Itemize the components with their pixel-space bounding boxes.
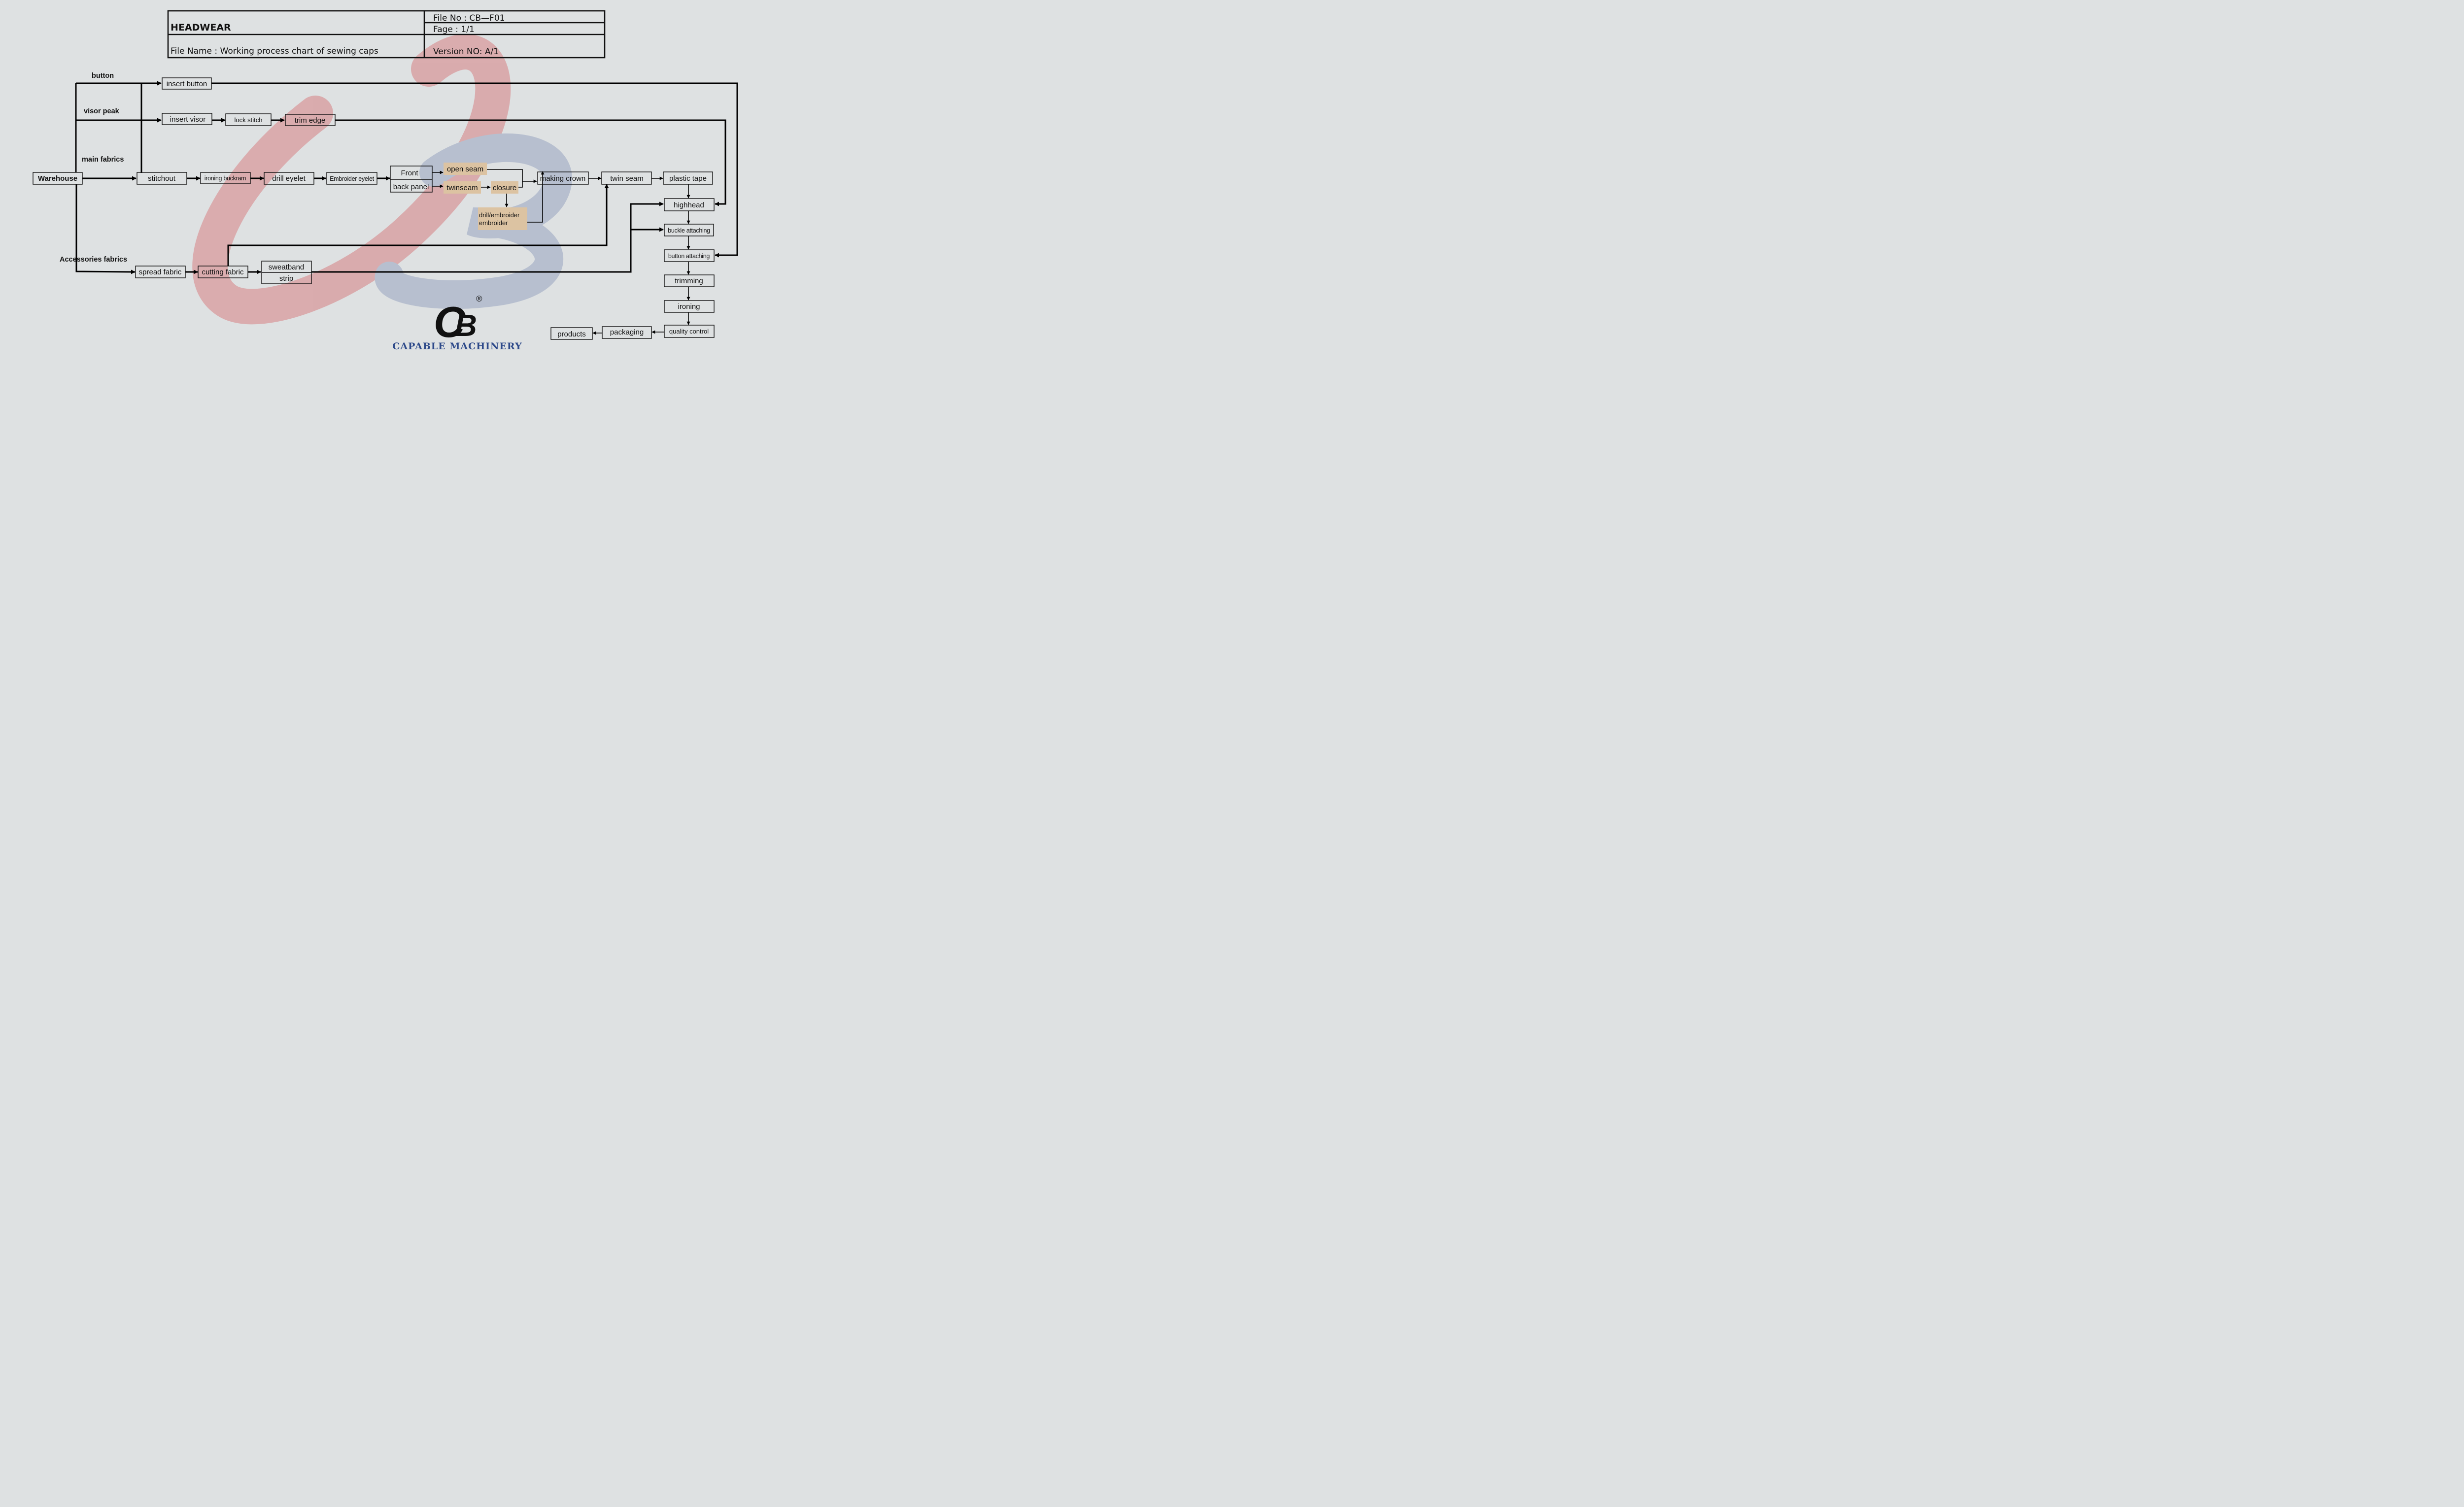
- step-label: closure: [493, 184, 516, 192]
- step-lock-stitch: lock stitch: [225, 113, 272, 126]
- step-open-seam: open seam: [444, 163, 487, 175]
- step-ironing: ironing: [664, 300, 715, 313]
- step-label: insert visor: [170, 115, 206, 124]
- step-label: ironing buckram: [205, 175, 246, 182]
- step-label-strip: strip: [279, 274, 293, 283]
- registered-mark: ®: [476, 294, 482, 303]
- step-warehouse: Warehouse: [33, 172, 83, 185]
- step-stitchout: stitchout: [137, 172, 187, 185]
- step-plastic-tape: plastic tape: [663, 171, 713, 185]
- step-twinseam: twinseam: [444, 181, 481, 194]
- step-label: making crown: [540, 174, 586, 183]
- step-insert-button: insert button: [162, 77, 212, 90]
- step-trimming: trimming: [664, 274, 715, 287]
- step-label: button attaching: [668, 253, 710, 260]
- step-label: quality control: [669, 328, 709, 335]
- step-button-attaching: button attaching: [664, 249, 715, 262]
- watermark-logo: [192, 34, 572, 325]
- step-label: stitchout: [148, 174, 176, 183]
- process-diagram: HEADWEAR File Name : Working process cha…: [33, 10, 738, 352]
- step-label: trim edge: [295, 116, 326, 125]
- company-title: HEADWEAR: [171, 22, 231, 33]
- step-front-back-panel: Front back panel: [390, 166, 433, 193]
- step-spread-fabric: spread fabric: [135, 266, 186, 278]
- connectors: [75, 81, 738, 335]
- step-making-crown: making crown: [537, 171, 589, 185]
- step-embroider-eyelet: Embroider eyelet: [326, 172, 377, 185]
- step-label: products: [557, 330, 586, 338]
- step-label: ironing: [678, 302, 700, 311]
- step-products: products: [550, 327, 593, 340]
- step-buckle-attaching: buckle attaching: [664, 224, 714, 236]
- branch-label-accessories-fabrics: Accessories fabrics: [60, 256, 127, 264]
- step-label: insert button: [167, 80, 207, 88]
- step-ironing-buckram: ironing buckram: [200, 172, 251, 184]
- step-label: twinseam: [446, 184, 478, 192]
- step-cutting-fabric: cutting fabric: [198, 266, 248, 278]
- step-drill-embroider: drill/embroider embroider: [478, 207, 527, 230]
- page-number: Fage : 1/1: [433, 25, 475, 34]
- step-drill-eyelet: drill eyelet: [264, 172, 314, 185]
- step-label: Warehouse: [38, 174, 77, 183]
- branch-label-visor-peak: visor peak: [84, 107, 120, 115]
- step-label-line2: embroider: [479, 219, 508, 227]
- step-label-line1: drill/embroider: [479, 211, 520, 219]
- step-label: highhead: [674, 201, 704, 209]
- step-label-sweatband: sweatband: [269, 263, 305, 271]
- branch-label-main-fabrics: main fabrics: [82, 156, 124, 164]
- step-trim-edge: trim edge: [285, 114, 336, 126]
- step-insert-visor: insert visor: [162, 113, 212, 125]
- step-sweatband-strip: sweatband strip: [261, 261, 312, 284]
- logo-monogram-c: C: [434, 298, 466, 346]
- step-label: Embroider eyelet: [330, 175, 375, 182]
- step-label-front: Front: [401, 169, 418, 177]
- file-number: File No : CB—F01: [433, 13, 505, 23]
- step-label: cutting fabric: [202, 268, 244, 276]
- step-label: trimming: [675, 277, 703, 285]
- step-label: lock stitch: [234, 116, 262, 124]
- step-packaging: packaging: [602, 326, 652, 339]
- step-label: plastic tape: [669, 174, 707, 183]
- step-label: buckle attaching: [668, 227, 710, 234]
- step-label: spread fabric: [139, 268, 182, 276]
- step-twin-seam: twin seam: [601, 171, 652, 185]
- step-label: drill eyelet: [272, 174, 306, 183]
- file-name: File Name : Working process chart of sew…: [171, 46, 378, 56]
- logo-monogram-b: B: [455, 309, 477, 343]
- brand-name: CAPABLE MACHINERY: [392, 341, 522, 352]
- step-label: twin seam: [610, 174, 644, 183]
- header-table: HEADWEAR File Name : Working process cha…: [167, 10, 606, 59]
- step-closure: closure: [491, 181, 518, 194]
- version-number: Version NO: A/1: [433, 47, 499, 57]
- step-highhead: highhead: [664, 198, 715, 211]
- process-chart: HEADWEAR File Name : Working process cha…: [0, 0, 773, 362]
- step-label: open seam: [447, 165, 483, 173]
- step-label: packaging: [610, 328, 644, 336]
- step-label-back-panel: back panel: [393, 183, 429, 191]
- step-quality-control: quality control: [664, 325, 715, 338]
- branch-label-button: button: [92, 72, 114, 80]
- company-logo: C B ® CAPABLE MACHINERY: [392, 294, 522, 352]
